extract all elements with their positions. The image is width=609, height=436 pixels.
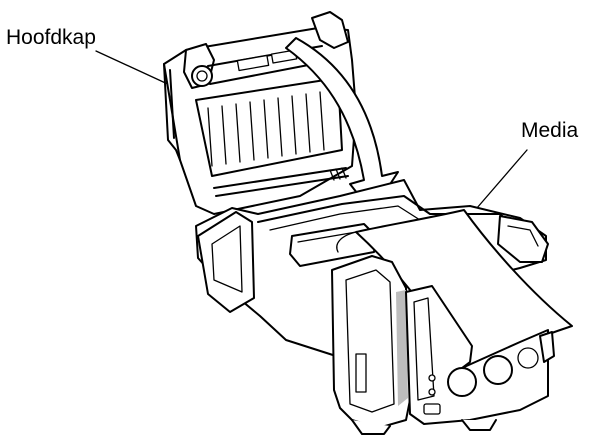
media-label: Media: [521, 119, 579, 142]
hoofdkap-hood: [163, 11, 357, 215]
printer-front-housing: [331, 255, 555, 435]
curved-arrow-icon: [285, 37, 399, 213]
hoofdkap-label: Hoofdkap: [6, 26, 96, 49]
hoofdkap-leader-line: [95, 50, 173, 87]
